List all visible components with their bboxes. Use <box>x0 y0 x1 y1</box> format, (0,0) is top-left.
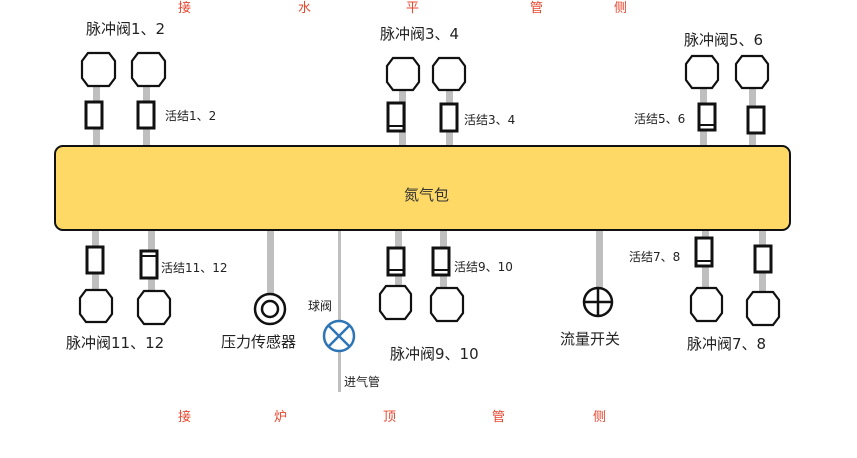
union-12 <box>139 249 159 280</box>
ball-valve-icon <box>322 319 356 353</box>
union-7-8-label: 活结7、8 <box>629 250 681 264</box>
bottom-side-char-1: 接 <box>178 410 192 425</box>
top-side-char-3: 平 <box>406 1 420 16</box>
union-11 <box>85 245 105 275</box>
bottom-union-bands <box>141 255 712 271</box>
flow-switch-icon <box>582 286 614 318</box>
pulse-valve-11 <box>78 288 114 324</box>
union-10 <box>431 246 451 277</box>
union-2 <box>136 100 156 130</box>
union-8 <box>753 244 773 274</box>
union-1 <box>84 100 104 130</box>
top-side-char-5: 侧 <box>614 1 628 16</box>
pulse-valve-10 <box>429 286 465 323</box>
flow-switch-label: 流量开关 <box>560 330 621 348</box>
pulse-valve-8 <box>745 290 781 327</box>
bottom-side-char-5: 侧 <box>593 410 607 425</box>
pulse-valve-9-10-label: 脉冲阀9、10 <box>390 345 479 363</box>
pulse-valve-9 <box>378 284 413 321</box>
pulse-valve-2 <box>130 51 167 88</box>
pressure-sensor-label: 压力传感器 <box>221 333 297 351</box>
top-side-char-2: 水 <box>298 1 312 16</box>
pulse-valve-1-2-label: 脉冲阀1、2 <box>86 20 166 38</box>
pulse-valve-6 <box>734 54 770 90</box>
union-6 <box>746 105 766 135</box>
pulse-valve-1 <box>80 51 117 88</box>
union-11-12-label: 活结11、12 <box>161 261 228 275</box>
bottom-unions <box>85 236 773 280</box>
top-side-char-4: 管 <box>530 1 544 16</box>
union-3-4-label: 活结3、4 <box>464 113 516 127</box>
union-5-6-label: 活结5、6 <box>634 112 686 126</box>
pulse-valve-11-12-label: 脉冲阀11、12 <box>66 334 165 352</box>
union-3 <box>386 101 406 133</box>
bottom-pulse-valves <box>78 284 781 327</box>
tank-label: 氮气包 <box>404 186 450 204</box>
union-7 <box>694 236 714 268</box>
union-1-2-label: 活结1、2 <box>165 109 217 123</box>
top-union-bands <box>388 124 715 127</box>
pulse-valve-3-4-label: 脉冲阀3、4 <box>380 25 460 43</box>
top-pulse-valves <box>80 51 770 92</box>
pulse-valve-5-6-label: 脉冲阀5、6 <box>684 31 764 49</box>
pulse-valve-3 <box>385 56 421 92</box>
union-9-10-label: 活结9、10 <box>454 260 513 274</box>
bottom-side-char-2: 炉 <box>274 410 288 425</box>
union-9 <box>386 246 406 277</box>
top-unions <box>84 100 766 135</box>
union-5 <box>697 102 717 132</box>
pulse-valve-4 <box>431 56 467 92</box>
pulse-valve-5 <box>684 54 720 90</box>
bottom-side-char-4: 管 <box>492 410 506 425</box>
nitrogen-tank <box>54 145 791 231</box>
bottom-side-char-3: 顶 <box>383 410 397 425</box>
pulse-valve-7-8-label: 脉冲阀7、8 <box>687 335 767 353</box>
union-4 <box>439 102 459 133</box>
pressure-sensor-icon <box>253 292 287 326</box>
pulse-valve-12 <box>136 289 172 326</box>
pulse-valve-7 <box>689 286 724 323</box>
top-side-char-1: 接 <box>178 1 192 16</box>
ball-valve-label: 球阀 <box>308 299 333 313</box>
inlet-pipe-label: 进气管 <box>344 375 381 389</box>
